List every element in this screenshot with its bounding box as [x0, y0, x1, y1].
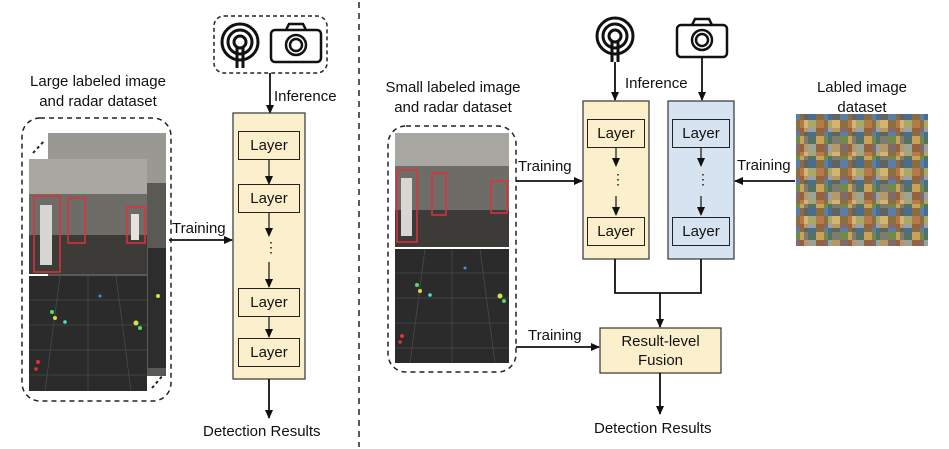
left-dataset-label-line1: Large labeled image	[30, 73, 166, 90]
left-training-label: Training	[172, 220, 226, 237]
left-radar-points	[34, 294, 160, 371]
left-dataset-label: Large labeled image and radar dataset	[14, 72, 182, 112]
right-camera-floor	[395, 210, 509, 247]
right-training-top-label: Training	[518, 158, 572, 175]
left-inference-label: Inference	[274, 88, 337, 105]
right-radar-layer-1: Layer	[587, 119, 645, 148]
left-layer-ellipsis: ⋮	[264, 239, 278, 255]
right-camera-ellipsis: ⋮	[696, 171, 710, 187]
right-radar-points	[398, 266, 506, 344]
right-camera-ceiling	[395, 133, 509, 166]
left-layer-2: Layer	[238, 184, 300, 213]
right-camera-bbox-1	[396, 169, 418, 243]
fusion-label-line1: Result-level	[621, 333, 700, 350]
right-camera-person-1	[401, 178, 412, 236]
right-training-bottom-label: Training	[528, 327, 582, 344]
right-camera-bbox-3	[490, 180, 508, 214]
left-stack-corner-bottom	[151, 373, 165, 389]
right-merge-line	[614, 259, 702, 294]
left-layer-1: Layer	[238, 131, 300, 160]
radar-icon	[220, 22, 260, 68]
left-layer-4: Layer	[238, 338, 300, 367]
left-dataset-container	[21, 117, 172, 402]
camera-icon	[675, 17, 729, 59]
right-camera-bbox-2	[431, 172, 447, 216]
left-camera-person-3	[131, 214, 139, 240]
right-training-right-label: Training	[737, 157, 791, 174]
right-inference-label: Inference	[625, 75, 688, 92]
image-dataset-label-line2: dataset	[837, 99, 887, 116]
left-dataset-image-radar-back	[148, 248, 166, 368]
left-camera-bbox-3	[126, 206, 146, 244]
right-output-label: Detection Results	[594, 420, 712, 437]
right-dataset-container	[387, 125, 517, 373]
right-dataset-label-line2: and radar dataset	[394, 99, 512, 116]
camera-icon	[269, 22, 323, 64]
left-camera-ceiling	[29, 159, 147, 194]
image-dataset-label-line1: Labled image	[816, 79, 908, 96]
left-output-label: Detection Results	[203, 423, 321, 440]
left-camera-bbox-2	[67, 197, 86, 244]
right-radar-layer-2: Layer	[587, 217, 645, 246]
right-dataset-label: Small labeled image and radar dataset	[370, 78, 536, 118]
fusion-label-line2: Fusion	[637, 352, 684, 369]
left-stack-corner-top	[32, 139, 46, 154]
fusion-label: Result-level Fusion	[600, 332, 721, 370]
right-radar-grid	[395, 248, 509, 364]
left-layer-3: Layer	[238, 288, 300, 317]
right-camera-layer-2: Layer	[672, 217, 730, 246]
left-camera-person-1	[40, 205, 52, 265]
image-dataset-label: Labled image dataset	[796, 78, 928, 118]
right-camera-layer-1: Layer	[672, 119, 730, 148]
left-radar-grid	[29, 275, 147, 392]
left-dataset-label-line2: and radar dataset	[39, 93, 157, 110]
left-sensor-group	[213, 15, 328, 74]
left-camera-bbox-1	[33, 195, 61, 273]
image-dataset-mosaic-overlay	[796, 114, 928, 246]
right-radar-ellipsis: ⋮	[611, 171, 625, 187]
radar-icon	[595, 16, 635, 62]
right-dataset-label-line1: Small labeled image	[385, 79, 521, 96]
